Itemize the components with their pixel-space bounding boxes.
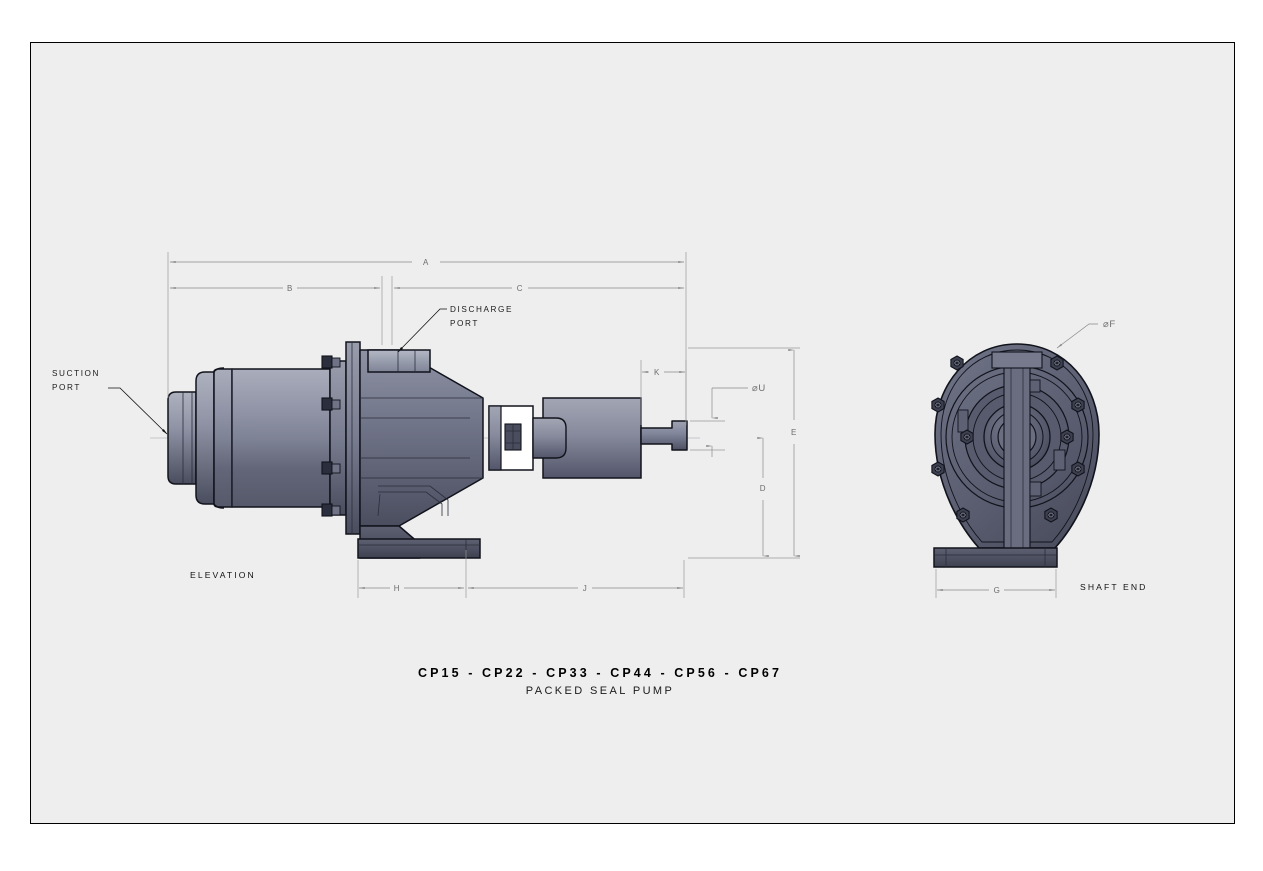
drawing-sheet xyxy=(30,42,1235,824)
